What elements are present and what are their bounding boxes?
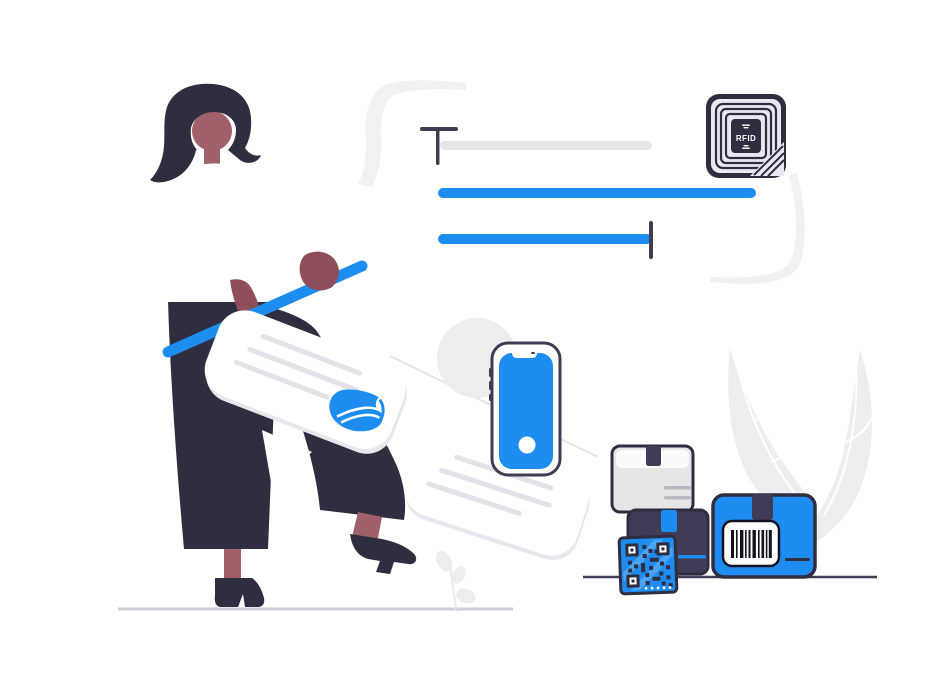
sprout-leaf-mid-right bbox=[452, 566, 466, 584]
box-navy-line bbox=[678, 555, 706, 559]
leaf-right bbox=[795, 350, 872, 550]
woman-near-boot bbox=[214, 578, 265, 607]
smartphone bbox=[489, 341, 562, 477]
qr-timing-dots bbox=[644, 586, 672, 590]
tag1-string-flap bbox=[262, 430, 312, 488]
woman-hair bbox=[150, 83, 261, 183]
phone-home-dot bbox=[518, 436, 536, 454]
phone-notch bbox=[512, 349, 537, 358]
sprout-leaf-top-left bbox=[435, 550, 453, 572]
progress-bar-gray bbox=[440, 141, 652, 150]
barcode-bars bbox=[731, 530, 772, 558]
box-blue-line bbox=[785, 558, 810, 561]
package-box-blue bbox=[711, 493, 817, 579]
tag1-text-lines bbox=[233, 333, 362, 400]
rfid-chip-core bbox=[731, 119, 761, 153]
box-gray-tape-tab bbox=[646, 446, 661, 466]
end-marker-stem bbox=[649, 221, 653, 259]
rfid-chip-icon: RFID bbox=[706, 94, 786, 178]
phone-camera-dot bbox=[531, 352, 535, 354]
rfid-wave-glyph-bottom bbox=[742, 145, 750, 149]
decorative-swoosh-right bbox=[710, 173, 805, 284]
phone-screen bbox=[499, 353, 553, 469]
leaf-left bbox=[728, 348, 816, 538]
woman-far-ankle bbox=[352, 512, 382, 543]
rfid-coil-terminal-lines bbox=[753, 145, 785, 177]
woman-far-hand bbox=[299, 251, 339, 291]
progress-bar-blue-2 bbox=[438, 234, 652, 244]
box-gray-line-1 bbox=[664, 486, 691, 490]
qr-finder-bottom-left bbox=[626, 574, 640, 588]
rfid-antenna-coils bbox=[714, 102, 778, 170]
rfid-label-text: RFID bbox=[736, 134, 756, 143]
book-tag-card bbox=[204, 310, 407, 454]
rfid-wave-glyph-top bbox=[742, 124, 750, 129]
leaf-right-veins bbox=[823, 367, 873, 517]
leaves-decoration bbox=[728, 348, 873, 550]
barcode-label bbox=[721, 519, 781, 568]
sprout-leaf-bottom-right bbox=[456, 588, 476, 604]
woman-face bbox=[192, 111, 232, 151]
woman-near-ankle bbox=[224, 549, 241, 580]
box-navy-tape-tab bbox=[661, 510, 677, 532]
decorative-swoosh-left bbox=[358, 80, 466, 187]
timeline-bars bbox=[420, 127, 756, 259]
qr-finder-top-right bbox=[656, 542, 670, 556]
woman-far-boot bbox=[350, 534, 417, 574]
qr-finder-top-left bbox=[625, 543, 639, 557]
package-box-gray bbox=[610, 444, 695, 514]
qr-code-icon bbox=[625, 542, 673, 590]
qr-modules bbox=[627, 545, 673, 588]
sprout-plant bbox=[435, 550, 476, 610]
start-marker-stem bbox=[436, 127, 440, 165]
qr-code-label bbox=[617, 534, 679, 596]
box-gray-line-2 bbox=[664, 496, 691, 500]
tag2-body bbox=[404, 430, 590, 556]
leaf-left-veins bbox=[735, 361, 803, 499]
book-logo-icon bbox=[329, 389, 385, 432]
progress-bar-blue-1 bbox=[438, 188, 756, 198]
woman-far-sleeve bbox=[226, 178, 324, 283]
box-blue-tape-tab bbox=[752, 494, 773, 520]
